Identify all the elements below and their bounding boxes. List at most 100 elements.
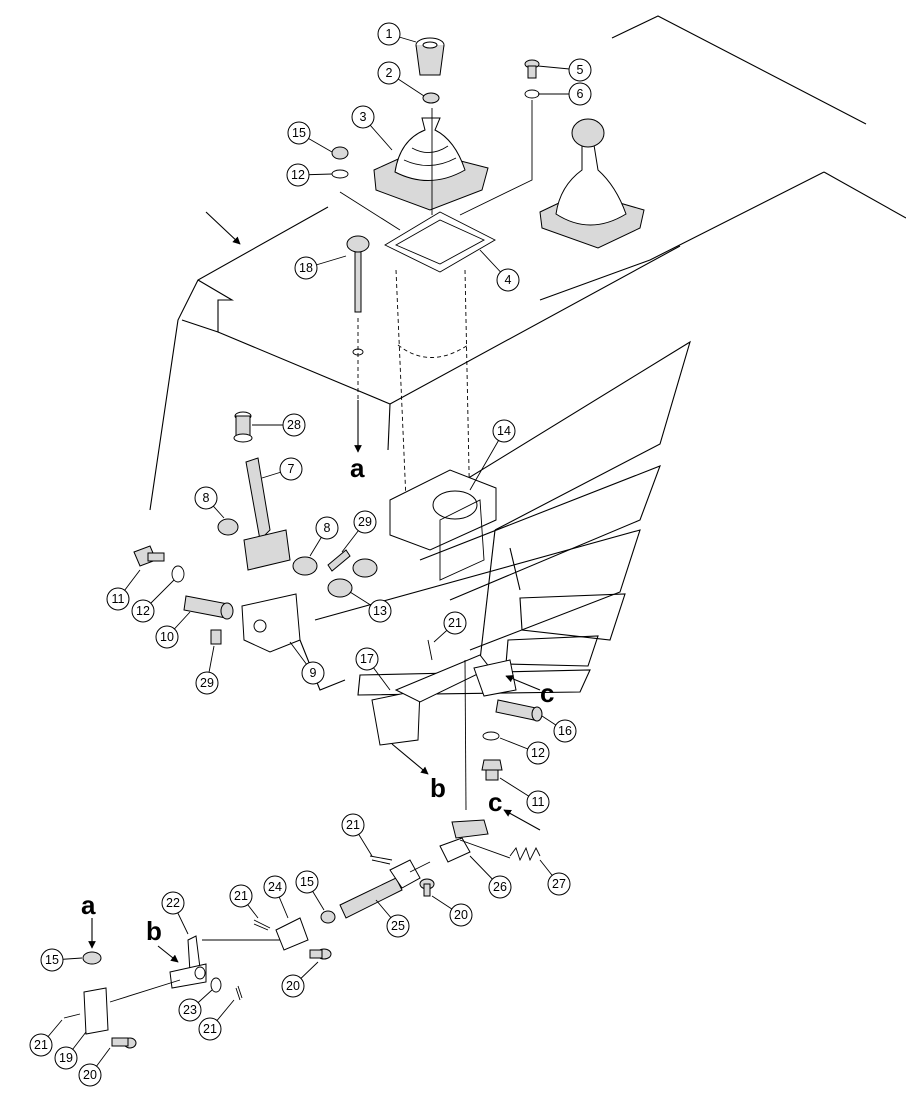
- pin-part-20-bottom: [111, 1037, 137, 1049]
- callout-part-20: 20: [431, 895, 473, 927]
- washer-part-12-top: [331, 169, 349, 179]
- nut-part-15-mid: [320, 910, 336, 924]
- callout-label: 13: [373, 604, 387, 618]
- callout-circle: [443, 611, 467, 635]
- callout-circle: [78, 1063, 102, 1087]
- callout-part-12: 12: [286, 163, 333, 187]
- callout-part-26: 26: [469, 855, 512, 899]
- callout-circle: [351, 105, 375, 129]
- callout-label: 25: [391, 919, 405, 933]
- pin-part-20-low: [309, 948, 332, 960]
- callout-label: 2: [386, 66, 393, 80]
- frame-part-4: [384, 211, 496, 273]
- grease-fitting-part-29-mid: [327, 549, 351, 572]
- lever-part-7: [243, 457, 291, 571]
- callout-circle: [282, 413, 306, 437]
- callout-part-21: 21: [229, 884, 259, 919]
- callout-part-10: 10: [155, 611, 191, 649]
- callout-circle: [568, 82, 592, 106]
- callout-label: 16: [558, 724, 572, 738]
- yoke-part-19: [83, 987, 109, 1035]
- callout-circle: [386, 914, 410, 938]
- nut-part-2: [422, 92, 440, 104]
- callout-circle: [106, 587, 130, 611]
- callout-part-21: 21: [198, 999, 235, 1041]
- callout-circle: [281, 974, 305, 998]
- callout-part-9: 9: [289, 641, 325, 685]
- callout-circle: [198, 1017, 222, 1041]
- callout-label: 22: [166, 896, 180, 910]
- callout-label: 8: [324, 521, 331, 535]
- callout-part-22: 22: [161, 891, 189, 935]
- callout-circle: [553, 719, 577, 743]
- installed-lever: [539, 118, 645, 249]
- callout-part-21: 21: [433, 611, 467, 643]
- callout-label: 9: [310, 666, 317, 680]
- boot-part-3: [373, 117, 489, 211]
- reference-letter-b: b: [146, 916, 162, 946]
- callout-circle: [449, 903, 473, 927]
- callout-label: 8: [203, 491, 210, 505]
- callout-label: 12: [531, 746, 545, 760]
- callout-label: 15: [300, 875, 314, 889]
- pin-part-10: [183, 595, 234, 620]
- washer-part-12-right: [482, 731, 500, 741]
- callout-label: 19: [59, 1051, 73, 1065]
- callout-circle: [353, 510, 377, 534]
- callout-label: 3: [360, 110, 367, 124]
- callout-label: 12: [136, 604, 150, 618]
- callout-circle: [155, 625, 179, 649]
- bushing-part-8-right: [292, 556, 318, 576]
- bracket-part-22: [169, 935, 207, 989]
- callout-part-6: 6: [538, 82, 592, 106]
- callout-label: 5: [577, 63, 584, 77]
- callout-label: 20: [286, 979, 300, 993]
- callout-part-8: 8: [194, 486, 225, 519]
- callout-label: 1: [386, 27, 393, 41]
- grease-fitting-part-29-left: [210, 629, 222, 645]
- callout-part-8: 8: [309, 516, 339, 557]
- callout-circle: [194, 486, 218, 510]
- callout-part-24: 24: [263, 875, 289, 919]
- bolt-part-11-right: [481, 759, 503, 781]
- bracket-part-14: [389, 469, 497, 581]
- bolt-part-11-left: [133, 545, 165, 567]
- callout-circle: [286, 163, 310, 187]
- callout-part-3: 3: [351, 105, 393, 151]
- bolt-part-18: [346, 235, 370, 313]
- clevis-part-24: [275, 917, 309, 951]
- callout-circle: [526, 741, 550, 765]
- callout-part-18: 18: [294, 255, 347, 280]
- callout-circle: [377, 22, 401, 46]
- callout-part-20: 20: [281, 961, 319, 998]
- callout-circle: [315, 516, 339, 540]
- callout-part-13: 13: [349, 591, 392, 623]
- callout-part-7: 7: [261, 457, 303, 481]
- callout-label: 10: [160, 630, 174, 644]
- rod-part-25: [339, 859, 421, 919]
- pin-part-20-mid: [419, 878, 435, 897]
- callout-part-15: 15: [295, 870, 325, 911]
- callout-circle: [279, 457, 303, 481]
- callout-label: 15: [45, 953, 59, 967]
- callout-part-15: 15: [287, 121, 333, 153]
- washer-part-12-left: [171, 565, 185, 583]
- callout-circle: [301, 661, 325, 685]
- callout-circle: [568, 58, 592, 82]
- rod-part-26: [439, 819, 489, 863]
- callout-part-12: 12: [499, 737, 550, 765]
- knob-part-1: [415, 37, 445, 76]
- callout-part-21: 21: [29, 1019, 63, 1057]
- shaft-part-13: [327, 558, 378, 598]
- callout-part-11: 11: [499, 777, 550, 814]
- callout-part-21: 21: [341, 813, 373, 857]
- callout-part-23: 23: [178, 989, 213, 1022]
- callout-circle: [295, 870, 319, 894]
- callout-circle: [294, 256, 318, 280]
- callout-part-17: 17: [355, 647, 391, 691]
- callout-label: 23: [183, 1003, 197, 1017]
- nut-part-15-bottom: [82, 951, 102, 965]
- callout-circle: [178, 998, 202, 1022]
